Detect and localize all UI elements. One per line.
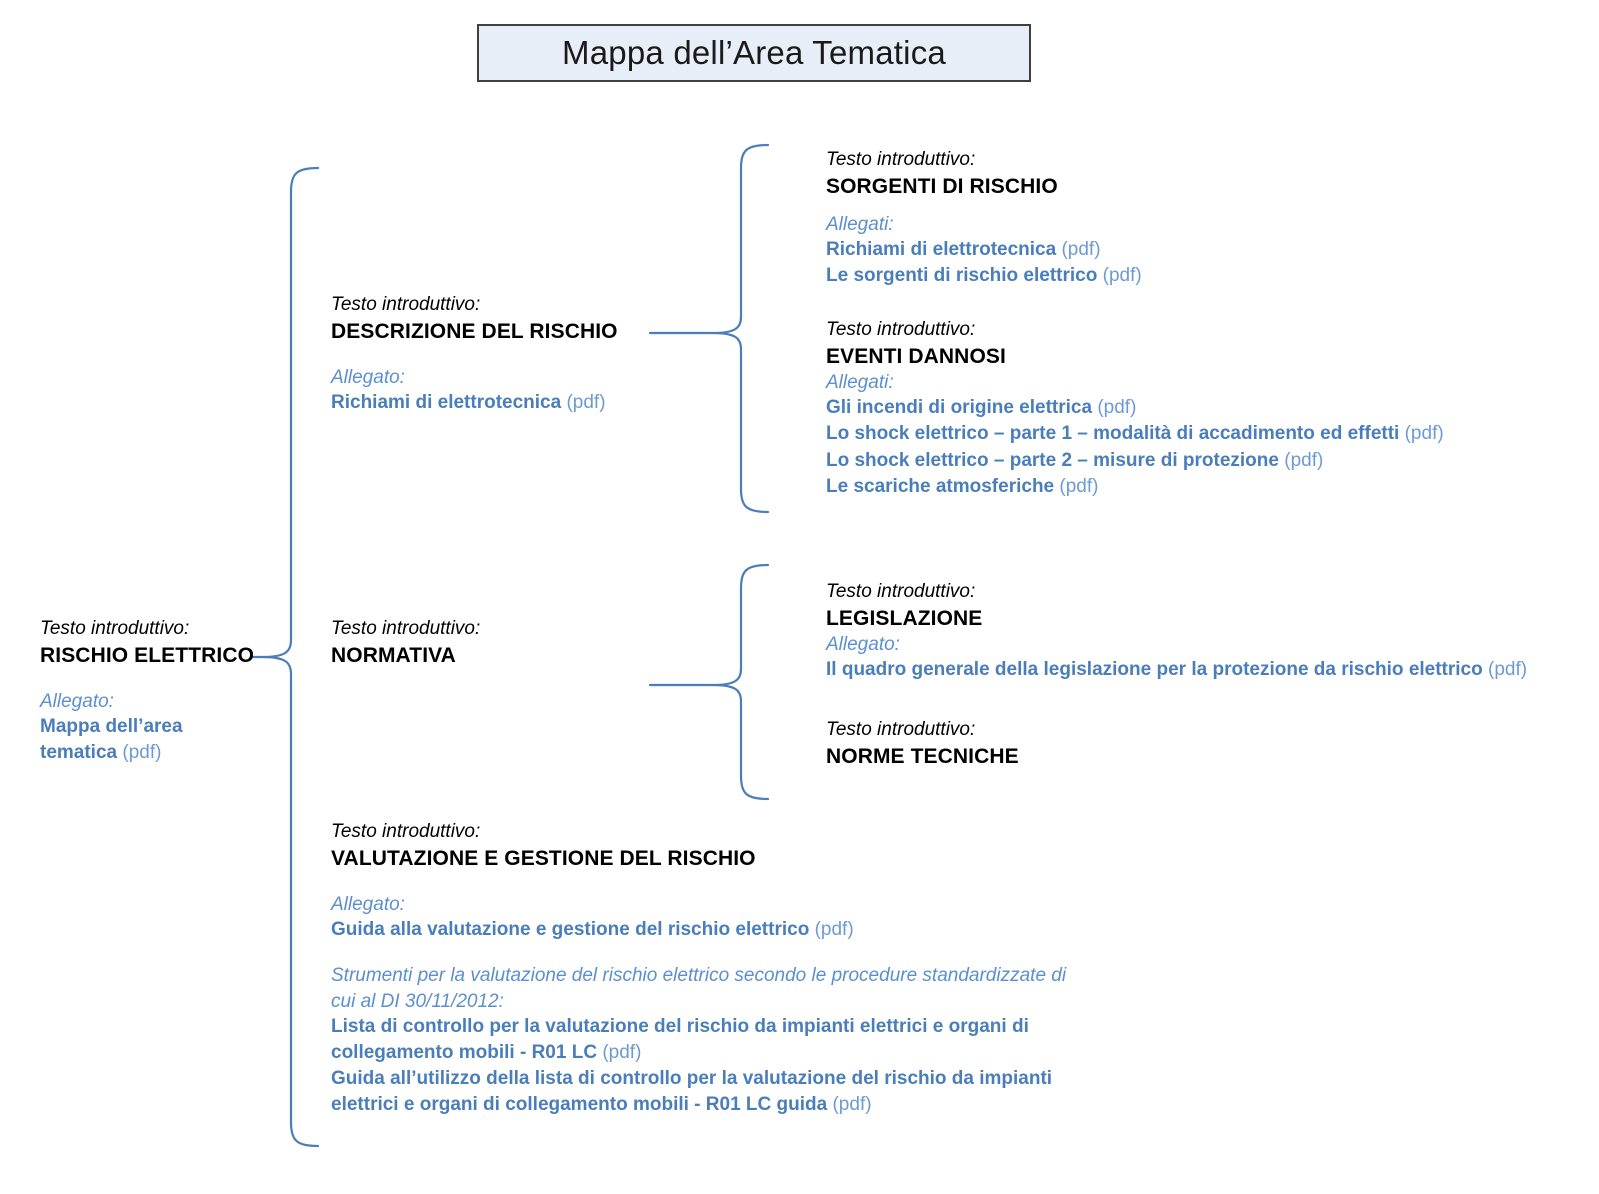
attachment-format: (pdf) [1284,449,1324,471]
attachment-link[interactable]: Gli incendi di origine elettrica (pdf) [826,395,1526,421]
intro-label: Testo introduttivo: [826,149,976,170]
attachment-format: (pdf) [122,742,162,764]
attachment-format: (pdf) [602,1042,642,1064]
node-title: VALUTAZIONE E GESTIONE DEL RISCHIO [331,846,756,870]
attachment-name: Lo shock elettrico – parte 2 – misure di… [826,449,1279,471]
node-title: NORME TECNICHE [826,744,1019,768]
attachment-link[interactable]: Guida all’utilizzo della lista di contro… [331,1066,1076,1118]
attachment-label: Allegato: [331,366,405,388]
attachment-name: Mappa dell’area tematica [40,716,183,764]
attachment-name: Richiami di elettrotecnica [826,239,1057,261]
intro-label: Testo introduttivo: [331,294,481,315]
attachment-format: (pdf) [566,392,606,414]
attachment-name: Gli incendi di origine elettrica [826,397,1093,419]
intro-label: Testo introduttivo: [331,821,481,842]
attachment-format: (pdf) [832,1094,872,1116]
attachment-name: Lista di controllo per la valutazione de… [331,1015,1029,1064]
attachment-name: Le scariche atmosferiche [826,475,1055,497]
attachment-format: (pdf) [814,919,854,941]
attachment-label: Allegati: [826,213,894,235]
standardized-procedures-note: Strumenti per la valutazione del rischio… [331,965,1067,1012]
node-rischio-elettrico[interactable]: Testo introduttivo: RISCHIO ELETTRICO Al… [40,617,290,767]
attachment-link[interactable]: Richiami di elettrotecnica (pdf) [826,237,1476,263]
sub-brace-descrizione [712,143,770,514]
attachment-link[interactable]: Guida alla valutazione e gestione del ri… [331,917,1111,943]
node-sorgenti-di-rischio[interactable]: Testo introduttivo: SORGENTI DI RISCHIO … [826,148,1476,290]
attachment-name: Le sorgenti di rischio elettrico [826,265,1098,287]
attachment-link[interactable]: Lista di controllo per la valutazione de… [331,1014,1046,1066]
node-title: SORGENTI DI RISCHIO [826,174,1058,198]
intro-label: Testo introduttivo: [40,618,190,639]
attachment-format: (pdf) [1404,423,1444,445]
attachment-link[interactable]: Lo shock elettrico – parte 2 – misure di… [826,448,1526,474]
attachment-format: (pdf) [1059,475,1099,497]
attachment-link[interactable]: Richiami di elettrotecnica (pdf) [331,390,661,416]
attachment-name: Il quadro generale della legislazione pe… [826,659,1483,681]
attachment-format: (pdf) [1097,397,1137,419]
node-title: NORMATIVA [331,643,456,667]
attachment-name: Richiami di elettrotecnica [331,392,562,414]
attachment-label: Allegati: [826,371,894,393]
page-title-box: Mappa dell’Area Tematica [477,24,1031,82]
attachment-label: Allegato: [826,633,900,655]
node-title: LEGISLAZIONE [826,606,983,630]
attachment-link[interactable]: Le scariche atmosferiche (pdf) [826,474,1526,500]
attachment-name: Lo shock elettrico – parte 1 – modalità … [826,423,1400,445]
node-norme-tecniche[interactable]: Testo introduttivo: NORME TECNICHE [826,718,1226,770]
attachment-name: Guida alla valutazione e gestione del ri… [331,919,810,941]
intro-label: Testo introduttivo: [331,618,481,639]
node-title: RISCHIO ELETTRICO [40,643,255,667]
attachment-link[interactable]: Le sorgenti di rischio elettrico (pdf) [826,263,1476,289]
intro-label: Testo introduttivo: [826,319,976,340]
attachment-label: Allegato: [331,893,405,915]
node-normativa[interactable]: Testo introduttivo: NORMATIVA [331,617,661,669]
intro-label: Testo introduttivo: [826,581,976,602]
attachment-link[interactable]: Il quadro generale della legislazione pe… [826,657,1556,683]
attachment-format: (pdf) [1102,265,1142,287]
attachment-format: (pdf) [1061,239,1101,261]
attachment-format: (pdf) [1488,659,1528,681]
node-descrizione-del-rischio[interactable]: Testo introduttivo: DESCRIZIONE DEL RISC… [331,293,661,416]
intro-label: Testo introduttivo: [826,719,976,740]
node-title: EVENTI DANNOSI [826,344,1006,368]
node-legislazione[interactable]: Testo introduttivo: LEGISLAZIONE Allegat… [826,580,1556,683]
node-valutazione-e-gestione-del-rischio[interactable]: Testo introduttivo: VALUTAZIONE E GESTIO… [331,820,1111,1119]
node-eventi-dannosi[interactable]: Testo introduttivo: EVENTI DANNOSI Alleg… [826,318,1526,500]
page-title: Mappa dell’Area Tematica [562,34,946,71]
attachment-label: Allegato: [40,690,114,712]
attachment-link[interactable]: Lo shock elettrico – parte 1 – modalità … [826,421,1526,447]
sub-brace-normativa [712,563,770,801]
attachment-link[interactable]: Mappa dell’area tematica (pdf) [40,714,250,766]
node-title: DESCRIZIONE DEL RISCHIO [331,319,618,343]
attachment-name: Guida all’utilizzo della lista di contro… [331,1068,1053,1116]
